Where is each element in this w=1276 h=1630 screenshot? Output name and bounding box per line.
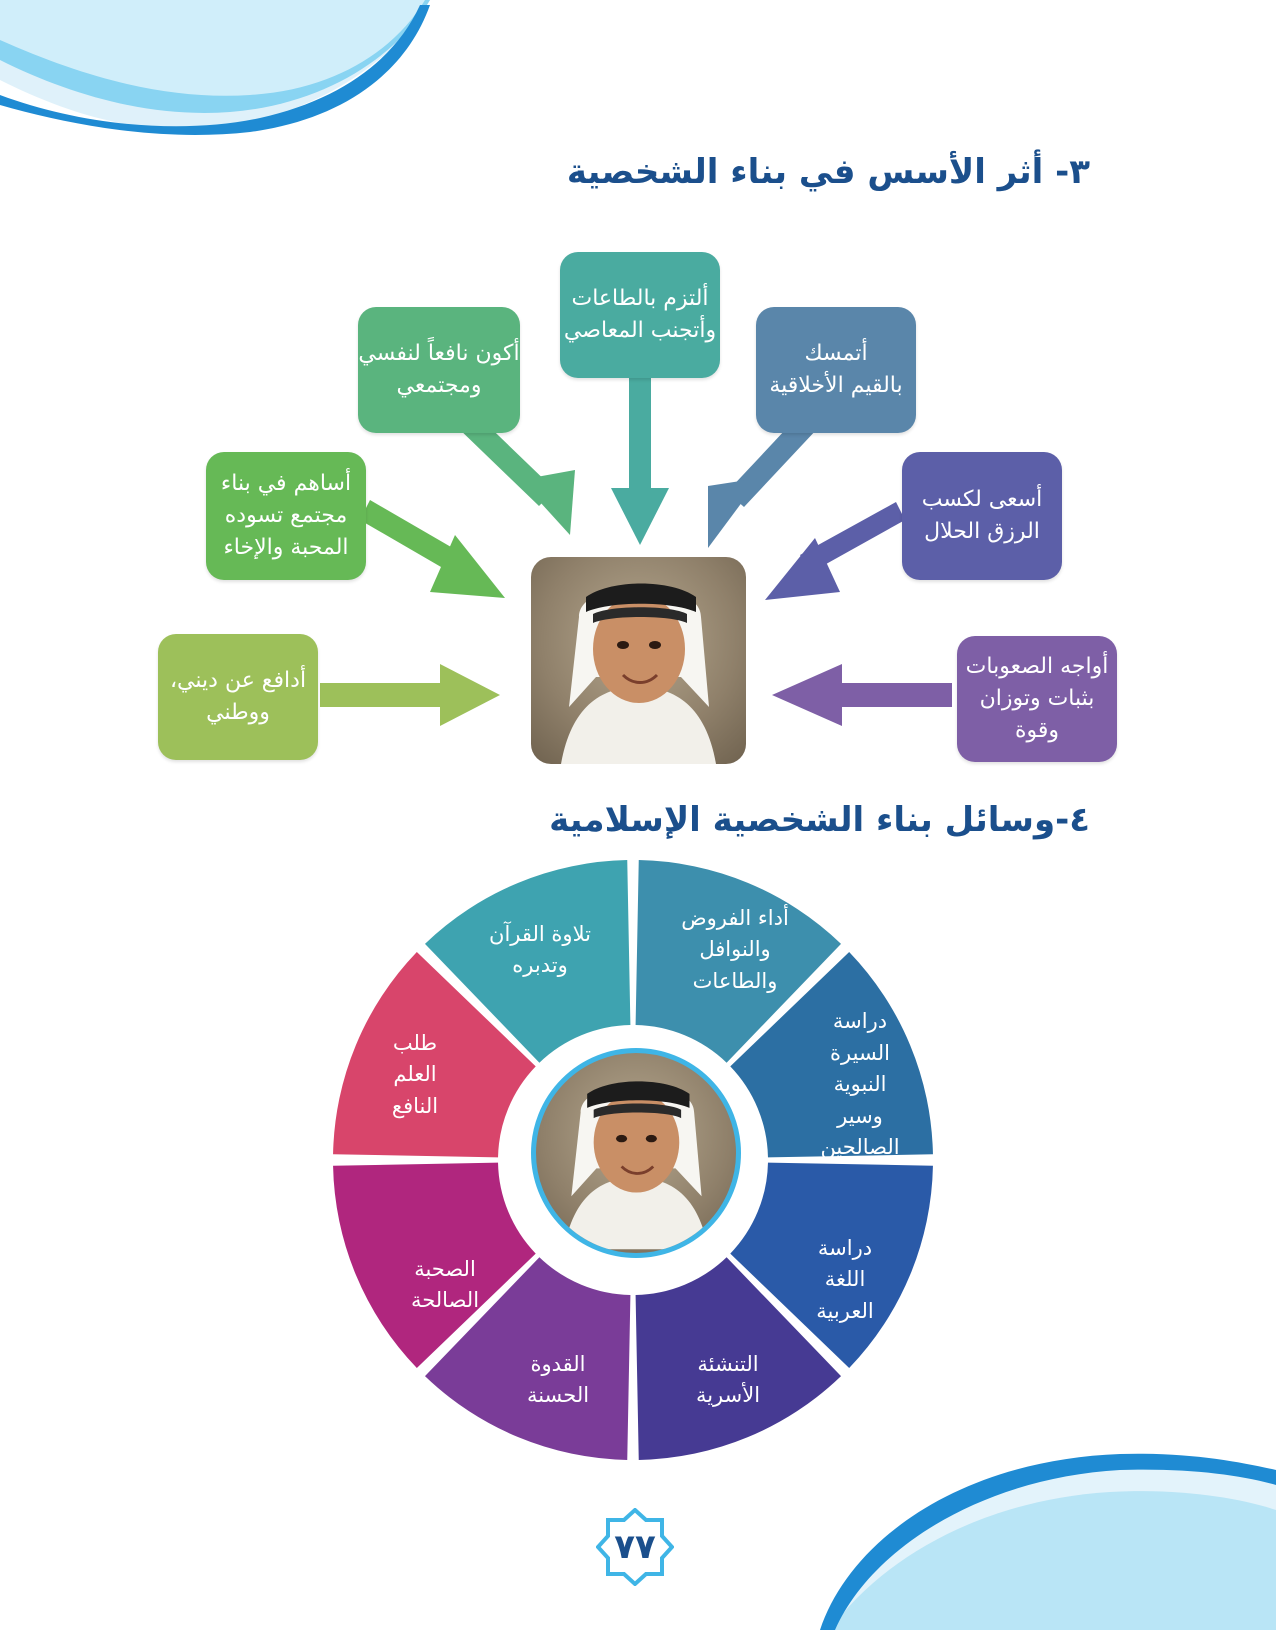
boy-photo-circle	[531, 1048, 741, 1258]
segment-label-arabic: دراسة اللغة العربية	[816, 1235, 874, 1323]
section4-title: ٤-وسائل بناء الشخصية الإسلامية	[549, 800, 1090, 840]
segment-label-seerah: دراسة السيرة النبوية وسير الصالحين	[820, 1009, 900, 1160]
donut-segment-0	[635, 860, 842, 1063]
segment-label-rolemodel: القدوة الحسنة	[526, 1351, 590, 1408]
donut-segment-4	[424, 1257, 631, 1460]
segment-label-knowledge: طلب العلم النافع	[391, 1030, 439, 1118]
arrow-lower-right	[772, 664, 952, 726]
boy-photo-square	[531, 557, 746, 764]
page-number-badge	[596, 1508, 674, 1586]
page-number: ٧٧	[614, 1527, 656, 1567]
donut-segment-3	[635, 1257, 842, 1460]
section3-title: ٣- أثر الأسس في بناء الشخصية	[566, 152, 1090, 192]
section3-arrows	[320, 370, 952, 726]
donut-segment-7	[424, 860, 631, 1063]
arrow-lower-left	[320, 664, 500, 726]
box-halal: أسعى لكسب الرزق الحلال	[902, 452, 1062, 580]
box-defend: أدافع عن ديني، ووطني	[158, 634, 318, 760]
segment-label-duties: أداء الفروض والنوافل والطاعات	[681, 905, 789, 993]
arrow-middle-right	[765, 502, 905, 600]
box-useful: أكون نافعاً لنفسي ومجتمعي	[358, 307, 520, 433]
box-obey: ألتزم بالطاعات وأتجنب المعاصي	[560, 252, 720, 378]
donut-segment-2	[730, 1162, 933, 1369]
segment-label-quran: تلاوة القرآن وتدبره	[489, 921, 591, 978]
donut-segment-5	[333, 1162, 536, 1369]
arrow-middle-left	[360, 500, 505, 598]
top-wave-decoration	[0, 0, 430, 135]
bottom-wave-decoration	[820, 1453, 1276, 1630]
donut-segment-1	[730, 951, 933, 1158]
donut-segment-6	[333, 951, 536, 1158]
boy-illustration-2	[563, 1081, 709, 1250]
segment-label-family: التنشئة الأسرية	[695, 1351, 761, 1408]
arrow-upper-right	[708, 413, 818, 548]
box-values: أتمسك بالقيم الأخلاقية	[756, 307, 916, 433]
box-contribute: أساهم في بناء مجتمع تسوده المحبة والإخاء	[206, 452, 366, 580]
box-face: أواجه الصعوبات بثبات وتوزان وقوة	[957, 636, 1117, 762]
arrow-upper-left	[455, 410, 575, 535]
arrow-top-center	[611, 370, 669, 545]
segment-label-companions: الصحبة الصالحة	[410, 1256, 480, 1313]
boy-illustration	[561, 583, 716, 764]
